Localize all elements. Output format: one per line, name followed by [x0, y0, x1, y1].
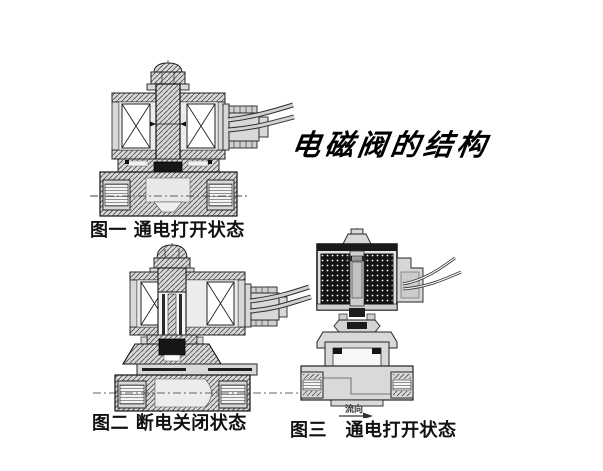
valve-seal	[158, 338, 186, 362]
lead-wires	[227, 102, 295, 133]
coil-winding-left	[121, 103, 151, 149]
coil-winding-right	[363, 253, 394, 305]
figure-1-energized-open: 图一 通电打开状态	[88, 60, 295, 242]
valve-body	[90, 171, 248, 217]
valve-body	[300, 365, 414, 407]
lead-wires	[402, 256, 462, 291]
plunger-assembly	[157, 267, 187, 338]
top-cap	[342, 228, 372, 245]
valve-cross-section-2	[93, 243, 312, 412]
plunger-stem	[150, 83, 186, 173]
figure-2-caption: 图二 断电关闭状态	[92, 413, 247, 434]
valve-body	[93, 374, 303, 412]
connector-block	[396, 257, 424, 303]
flow-direction-label: 流向	[345, 403, 363, 415]
figure-3-caption: 图三 通电打开状态	[290, 420, 457, 441]
coil-winding-left	[320, 253, 351, 305]
page-title: 电磁阀的结构	[289, 128, 493, 162]
valve-cross-section-1	[90, 60, 295, 217]
flow-arrow-icon	[363, 412, 373, 418]
plunger-core	[347, 250, 367, 317]
figure-1-caption: 图一 通电打开状态	[90, 220, 245, 241]
coil-winding-right	[206, 281, 235, 326]
figure-3-energized-open: 流向 图三 通电打开状态	[290, 228, 465, 442]
flow-direction: 流向	[339, 403, 373, 418]
flange	[136, 363, 258, 376]
valve-cross-section-3: 流向	[300, 228, 462, 418]
coil-winding-right	[186, 103, 216, 149]
figure-2-deenergized-closed: 图二 断电关闭状态	[85, 243, 312, 435]
lead-wires	[249, 284, 312, 314]
